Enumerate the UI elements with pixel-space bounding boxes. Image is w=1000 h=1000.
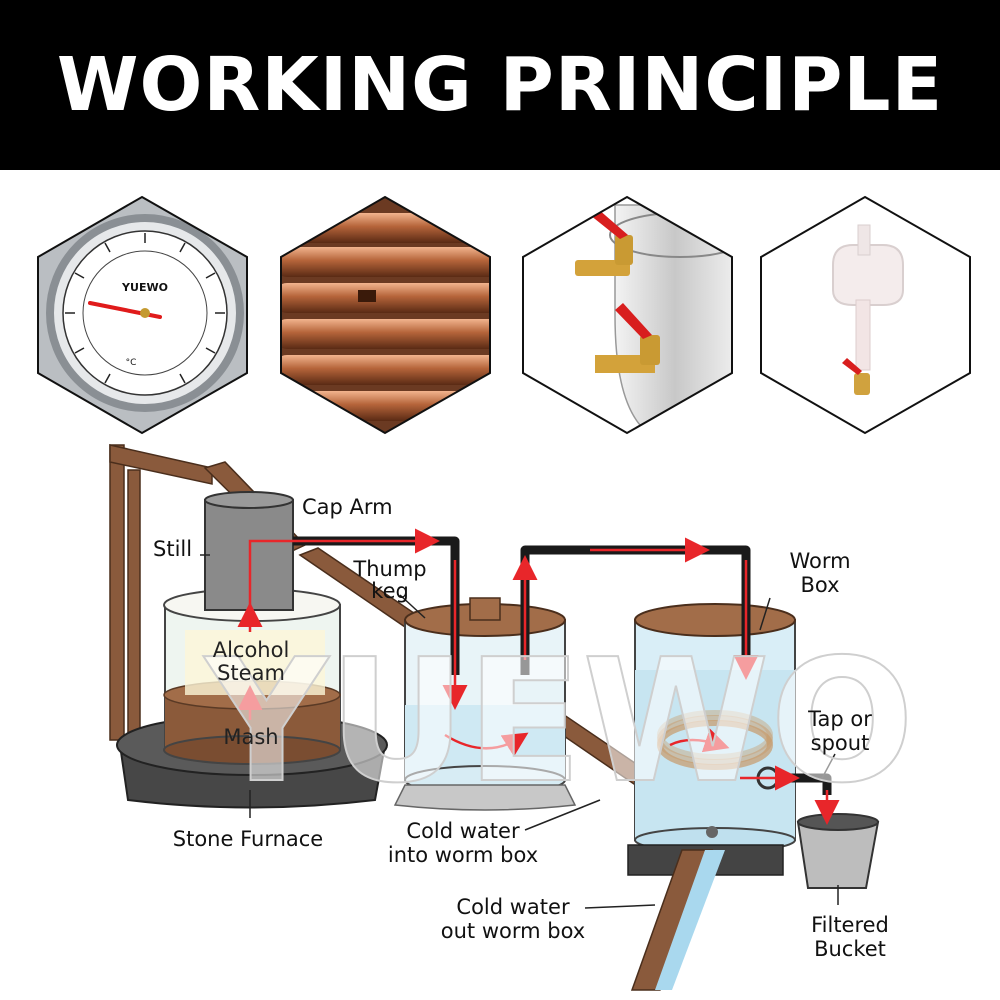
- distillation-diagram: YUEWO Still Cap Arm Thump keg Worm Box A…: [109, 444, 915, 991]
- label-bucket-1: Filtered: [811, 913, 889, 937]
- copper-coil-icon: [281, 197, 490, 433]
- label-cold-out-2: out worm box: [441, 919, 585, 943]
- leader-lines: [200, 554, 839, 909]
- label-cap-arm: Cap Arm: [302, 495, 393, 519]
- valve-photo: [522, 195, 733, 435]
- label-still: Still: [153, 537, 192, 561]
- label-alcohol-steam-1: Alcohol: [213, 638, 290, 662]
- worm-box-icon: [627, 603, 796, 876]
- label-thump-keg-2: keg: [371, 579, 409, 603]
- header-banner: WORKING PRINCIPLE: [0, 0, 1000, 170]
- copper-coil-photo: [280, 195, 491, 435]
- label-stone-furnace: Stone Furnace: [173, 827, 323, 851]
- label-worm-box-1: Worm: [789, 549, 850, 573]
- thump-keg-icon: [393, 597, 577, 811]
- label-mash: Mash: [223, 725, 278, 749]
- upper-valve-icon: [575, 209, 633, 276]
- label-cold-in-2: into worm box: [388, 843, 538, 867]
- flow-arrows: [237, 528, 840, 825]
- label-thump-keg-1: Thump: [352, 557, 426, 581]
- thermometer-brand: YUEWO: [121, 281, 168, 294]
- product-photo-row: YUEWO °C: [0, 195, 1000, 435]
- label-tap-2: spout: [811, 731, 870, 755]
- still-pot-icon: [163, 491, 341, 765]
- thermometer-unit: °C: [126, 358, 137, 368]
- label-cold-out-1: Cold water: [456, 895, 570, 919]
- airlock-photo: [760, 195, 971, 435]
- thermometer-photo: YUEWO °C: [37, 195, 248, 435]
- label-tap-1: Tap or: [807, 707, 872, 731]
- label-cold-in-1: Cold water: [406, 819, 520, 843]
- label-alcohol-steam-2: Steam: [217, 661, 285, 685]
- page-title: WORKING PRINCIPLE: [56, 42, 944, 128]
- label-bucket-2: Bucket: [814, 937, 886, 961]
- watermark: YUEWO: [203, 623, 914, 821]
- lower-valve-icon: [595, 303, 660, 373]
- filtered-bucket-icon: [796, 821, 880, 889]
- label-worm-box-2: Box: [800, 573, 839, 597]
- airlock-icon: [761, 197, 970, 433]
